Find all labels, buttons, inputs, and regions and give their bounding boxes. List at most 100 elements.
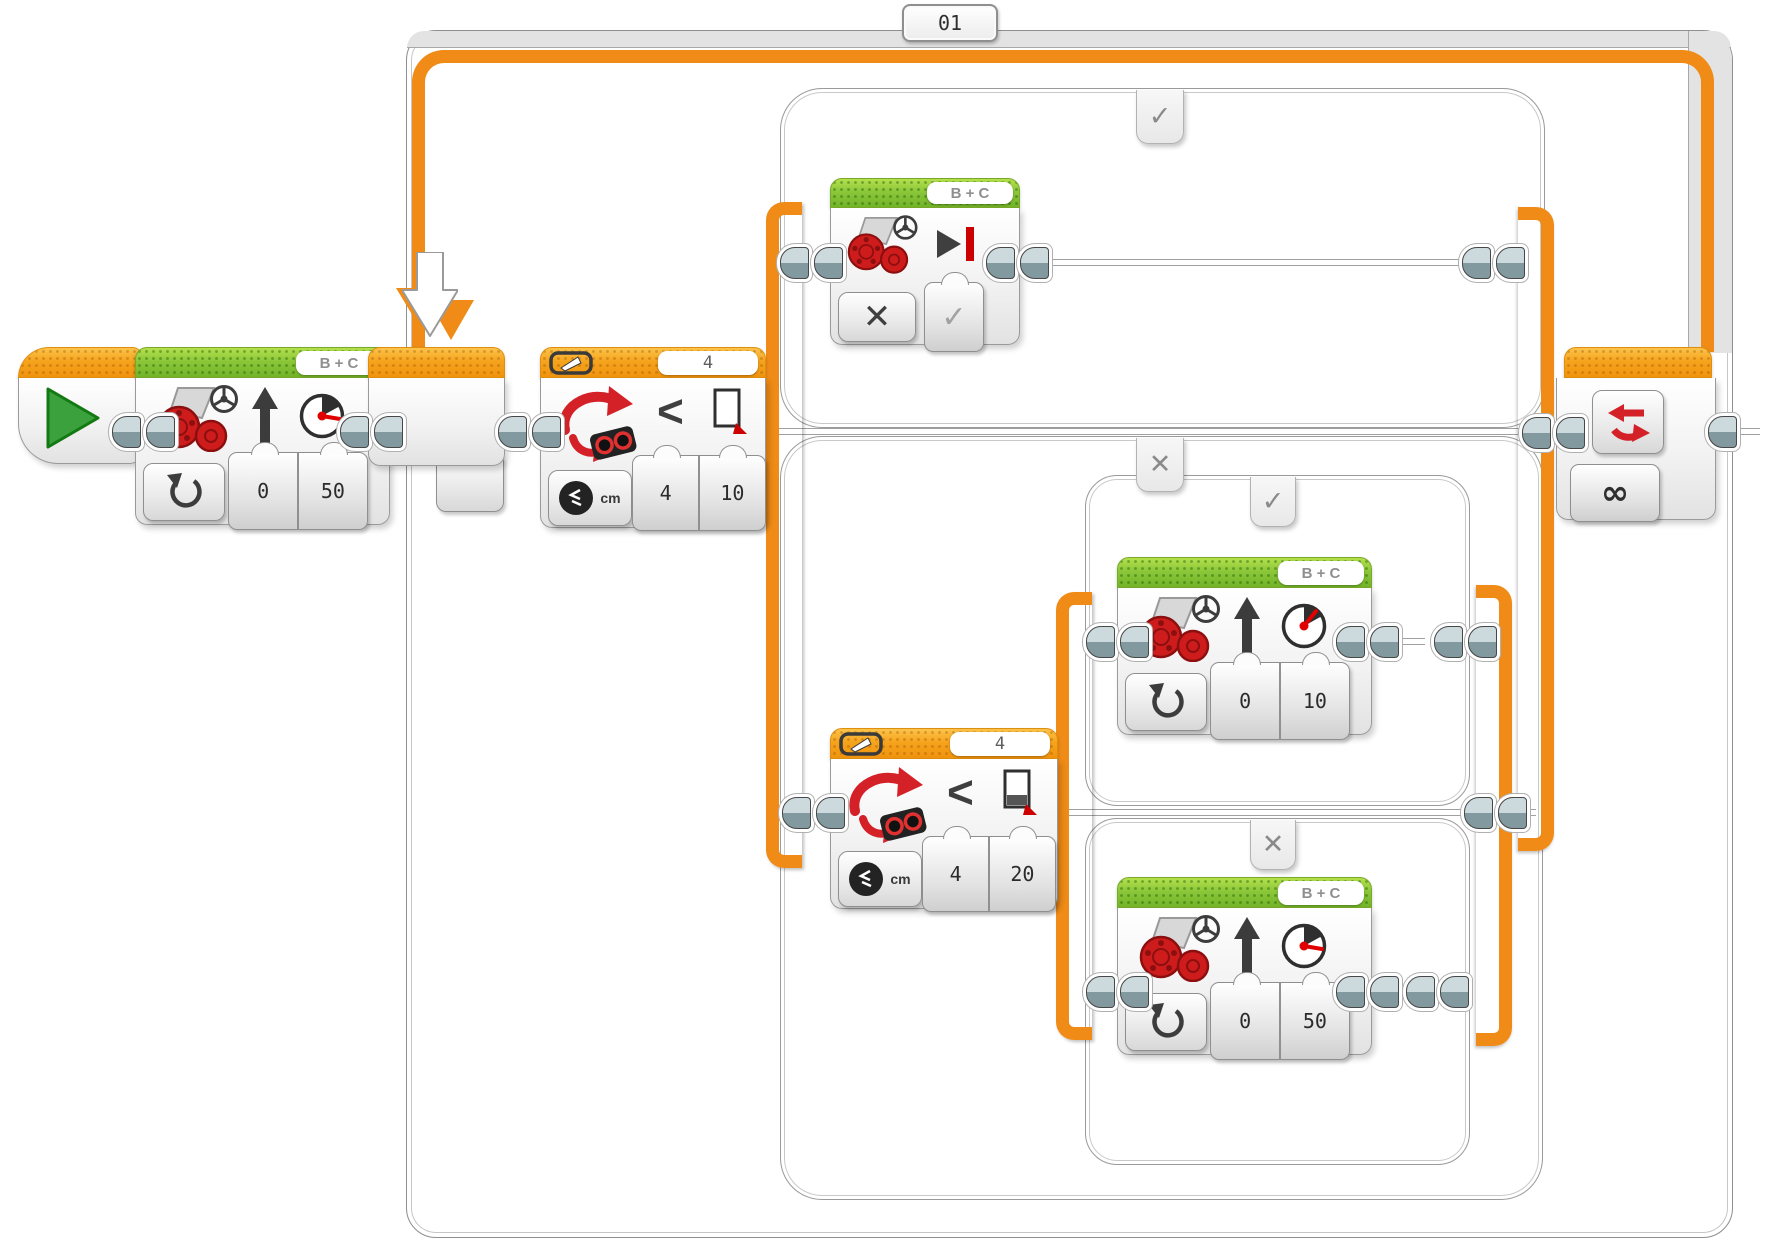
- inner-switch-value-tab[interactable]: 4 20: [922, 826, 1056, 912]
- loop-top-band: [407, 31, 1731, 48]
- play-icon: [46, 387, 100, 449]
- flat-view-icon[interactable]: [839, 732, 883, 756]
- threshold-value[interactable]: 10: [720, 481, 745, 505]
- steering-value[interactable]: 0: [1239, 689, 1252, 713]
- brake-at-end-tab[interactable]: ✓: [924, 272, 984, 352]
- move-stop-mode-button[interactable]: ✕: [838, 292, 916, 342]
- motor-on-icon: [167, 473, 202, 508]
- motor-ports-label[interactable]: B + C: [1278, 561, 1364, 585]
- sensor-port-value[interactable]: 4: [658, 351, 758, 375]
- sequence-wire-connector: [1462, 247, 1525, 279]
- compare-mode-icon: [559, 481, 594, 515]
- move-fast-value-tab[interactable]: 0 50: [1210, 972, 1350, 1060]
- loop-mode-tab[interactable]: ∞: [1570, 464, 1660, 522]
- outer-switch-left-bracket: [766, 202, 802, 868]
- move-main-mode-button[interactable]: [143, 463, 225, 521]
- move-main-value-tab[interactable]: 0 50: [228, 442, 368, 530]
- motor-icon: [1139, 595, 1220, 662]
- outer-switch-value-tab[interactable]: 4 10: [632, 445, 766, 531]
- sensor-port-value[interactable]: 4: [950, 732, 1050, 756]
- power-gauge-icon: [1281, 603, 1327, 649]
- sequence-wire-connector: [782, 797, 845, 829]
- start-block-header[interactable]: [18, 347, 142, 378]
- sequence-wire-connector: [780, 247, 843, 279]
- sequence-wire-connector: [1406, 976, 1469, 1008]
- threshold-value[interactable]: 20: [1010, 862, 1035, 886]
- cross-icon: ✕: [1148, 449, 1172, 480]
- sequence-wire-connector: [1522, 417, 1585, 449]
- outer-switch-unit-button[interactable]: cm: [548, 470, 632, 526]
- loop-boundary: [406, 30, 1733, 1238]
- outer-switch-right-bracket: [1518, 207, 1554, 851]
- outer-true-case-tab[interactable]: ✓: [1136, 90, 1184, 144]
- sequence-wire-connector: [498, 416, 561, 448]
- brake-check-icon: ✓: [941, 299, 967, 335]
- ultrasonic-sensor-icon: [849, 767, 927, 843]
- sequence-plug-arrow-icon: [402, 252, 458, 337]
- sequence-wire-connector: [112, 416, 175, 448]
- sequence-wire-connector: [1086, 976, 1149, 1008]
- motor-ports-label[interactable]: B + C: [927, 182, 1013, 204]
- unit-label: cm: [600, 490, 621, 506]
- divider: [988, 837, 990, 911]
- move-slow-header[interactable]: B + C: [1117, 557, 1372, 588]
- direction-up-icon: [1234, 597, 1260, 653]
- move-stop-header[interactable]: B + C: [830, 178, 1020, 208]
- inner-switch-left-bracket: [1056, 592, 1092, 1040]
- sequence-wire-connector: [1336, 976, 1399, 1008]
- sequence-exit-connector: [1708, 416, 1737, 448]
- motor-ports-label[interactable]: B + C: [296, 351, 382, 375]
- infinity-icon: ∞: [1600, 473, 1630, 513]
- inner-switch-false-container: [1085, 818, 1470, 1165]
- sequence-wire-connector: [340, 416, 403, 448]
- steering-value[interactable]: 0: [1239, 1009, 1252, 1033]
- sequence-wire-connector: [986, 247, 1049, 279]
- motor-off-icon: ✕: [862, 297, 892, 337]
- inner-true-case-tab[interactable]: ✓: [1250, 477, 1296, 527]
- sequence-wire-connector: [1086, 626, 1149, 658]
- loop-label: 01: [937, 11, 963, 35]
- move-fast-header[interactable]: B + C: [1117, 877, 1372, 908]
- loop-end-header[interactable]: [1564, 347, 1712, 378]
- direction-up-icon: [1234, 917, 1260, 973]
- power-gauge-icon: [299, 393, 345, 439]
- divider: [1279, 663, 1281, 739]
- main-sequence-wire: [100, 428, 1760, 435]
- compare-type-value[interactable]: 4: [659, 481, 672, 505]
- loop-label-tab[interactable]: 01: [902, 4, 998, 42]
- sequence-wire-connector: [1434, 626, 1497, 658]
- sequence-wire-connector: [1464, 797, 1527, 829]
- ultrasonic-sensor-icon: [559, 386, 637, 462]
- less-than-operator: <: [657, 385, 684, 437]
- move-slow-mode-button[interactable]: [1125, 673, 1207, 731]
- steering-value[interactable]: 0: [257, 479, 270, 503]
- compare-type-value[interactable]: 4: [949, 862, 962, 886]
- motor-icon: [847, 215, 918, 274]
- loop-start-header[interactable]: [368, 347, 505, 378]
- check-icon: ✓: [1148, 101, 1172, 132]
- inner-switch-header[interactable]: 4: [830, 728, 1058, 759]
- compare-value-icon: [1003, 769, 1037, 815]
- inner-false-case-tab[interactable]: ✕: [1250, 820, 1296, 870]
- divider: [1279, 983, 1281, 1059]
- direction-up-icon: [252, 387, 278, 443]
- move-slow-value-tab[interactable]: 0 10: [1210, 652, 1350, 740]
- loop-repeat-icon: [1608, 404, 1650, 442]
- outer-false-case-tab[interactable]: ✕: [1136, 438, 1184, 492]
- true-branch-wire: [800, 259, 1500, 266]
- power-value[interactable]: 50: [320, 479, 345, 503]
- outer-switch-header[interactable]: 4: [540, 347, 766, 378]
- move-steering-main-header[interactable]: B + C: [135, 347, 390, 378]
- flat-view-icon[interactable]: [549, 351, 593, 375]
- false-branch-wire: [792, 809, 1536, 816]
- motor-on-icon: [1149, 1003, 1184, 1038]
- motor-ports-label[interactable]: B + C: [1278, 881, 1364, 905]
- power-value[interactable]: 10: [1302, 689, 1327, 713]
- inner-switch-unit-button[interactable]: cm: [838, 851, 922, 907]
- unit-label: cm: [890, 871, 911, 887]
- power-value[interactable]: 50: [1302, 1009, 1327, 1033]
- stop-icon: [937, 227, 974, 261]
- loop-end-mode-button[interactable]: [1592, 390, 1664, 454]
- loop-feedback-wire: [412, 50, 1714, 352]
